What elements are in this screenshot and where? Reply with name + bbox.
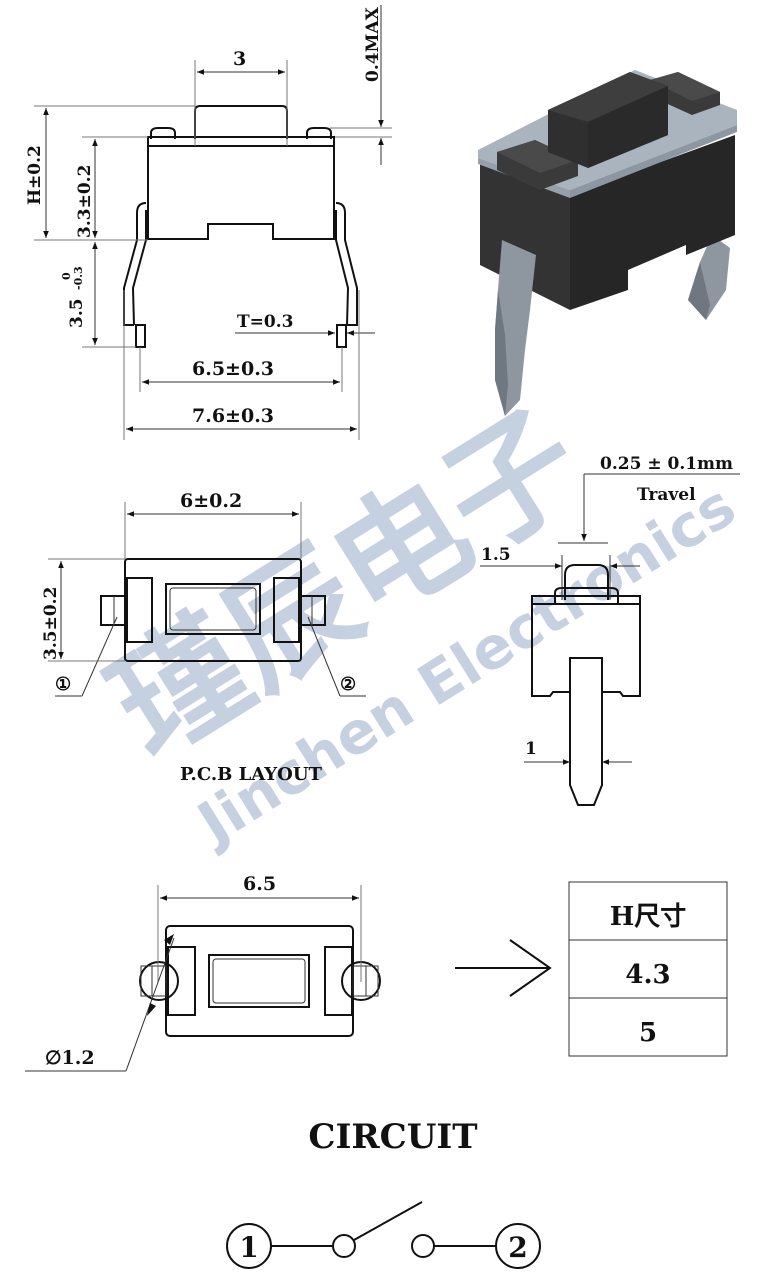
bottom-dim-hole: ∅1.2 <box>45 1047 95 1069</box>
end-dim-pin-width: 1 <box>525 739 537 759</box>
dim-overall-width: 7.6±0.3 <box>192 405 274 427</box>
pcb-layout-caption: P.C.B LAYOUT <box>180 764 323 785</box>
bottom-dim-width: 6.5 <box>243 873 276 895</box>
pcb-dim-height: 3.5±0.2 <box>41 587 61 660</box>
pcb-pin2-label: ② <box>340 674 356 695</box>
h-table-row-1: 4.3 <box>625 960 670 990</box>
dim-pin-length: 3.5 <box>67 298 87 328</box>
dim-pin-thickness: T=0.3 <box>237 312 293 332</box>
side-view-drawing: 3 0.4MAX H±0.2 3.3±0.2 3.5 0 -0.3 T=0.3 … <box>25 5 392 440</box>
terminal-2-label: 2 <box>508 1231 527 1264</box>
circuit-diagram: CIRCUIT 1 2 <box>226 1117 541 1269</box>
bottom-view-drawing: 6.5 ∅1.2 <box>25 873 381 1072</box>
dim-pin-length-tol-lower: -0.3 <box>72 266 85 290</box>
travel-value: 0.25 ± 0.1mm <box>600 454 733 474</box>
h-table-row-2: 5 <box>639 1018 657 1048</box>
dim-body-height: 3.3±0.2 <box>75 165 95 238</box>
pcb-dim-width: 6±0.2 <box>180 490 242 512</box>
end-view-drawing: 0.25 ± 0.1mm Travel 1.5 1 <box>480 454 740 806</box>
dim-pin-spacing: 6.5±0.3 <box>192 358 274 380</box>
switch-contact-icon <box>353 1201 423 1241</box>
circuit-title: CIRCUIT <box>308 1117 477 1157</box>
travel-label: Travel <box>637 485 696 505</box>
end-dim-button-width: 1.5 <box>481 545 511 565</box>
pcb-layout-drawing: ① ② 6±0.2 3.5±0.2 P.C.B LAYOUT <box>41 490 366 785</box>
h-dimension-table: H尺寸 4.3 5 <box>455 881 728 1057</box>
dim-max-gap: 0.4MAX <box>363 6 383 82</box>
switch-3d-render <box>478 70 737 416</box>
dim-button-width: 3 <box>233 48 246 70</box>
dim-pin-length-tol-upper: 0 <box>60 272 73 280</box>
h-table-header: H尺寸 <box>610 902 687 932</box>
pcb-pin1-label: ① <box>55 674 71 695</box>
terminal-1-label: 1 <box>239 1231 258 1264</box>
dim-total-height: H±0.2 <box>25 145 45 205</box>
